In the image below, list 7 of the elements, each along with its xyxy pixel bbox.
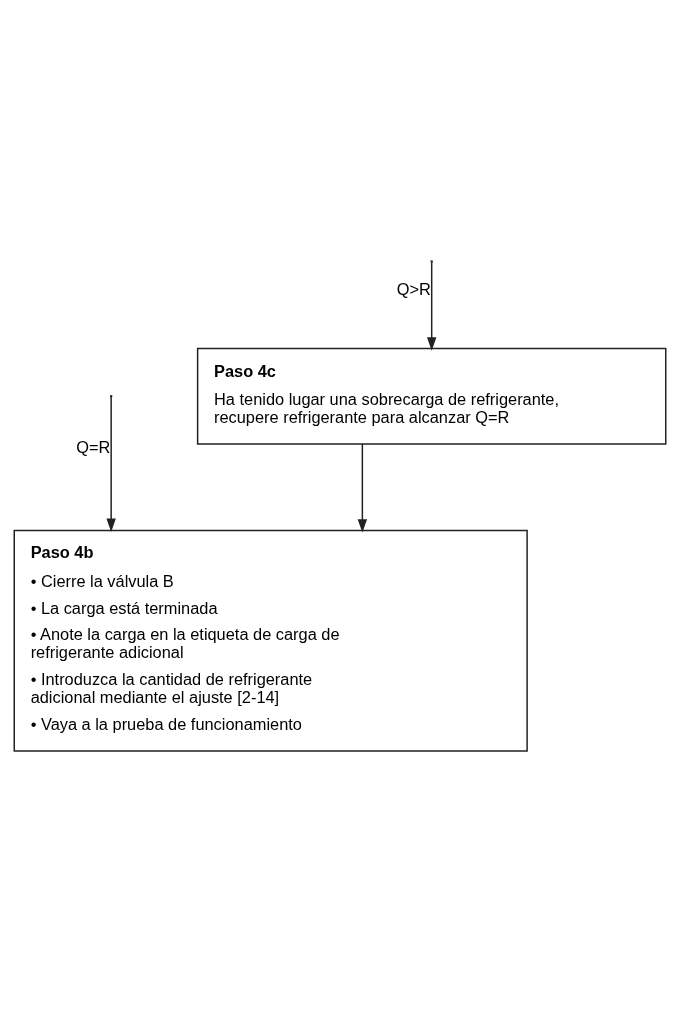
node-box: Paso 4b • Cierre la válvula B • La carga está terminada • Anote la carga en la etiqueta de carga de refrigerante adicional • Introduzca la cantidad de refrigerante adicional mediante el ajuste [2-14] • Vaya a la prueba de funcionamiento [13, 529, 528, 752]
arrow [357, 443, 368, 533]
node-box: Paso 4c Ha tenido lugar una sobrecarga de refrigerante, recupere refrigerante para alcanzar Q=R [196, 347, 667, 445]
edge-label: Q>R [396, 280, 431, 299]
arrow [426, 261, 437, 351]
arrow [106, 396, 116, 532]
edge-label: Q=R [76, 438, 111, 457]
